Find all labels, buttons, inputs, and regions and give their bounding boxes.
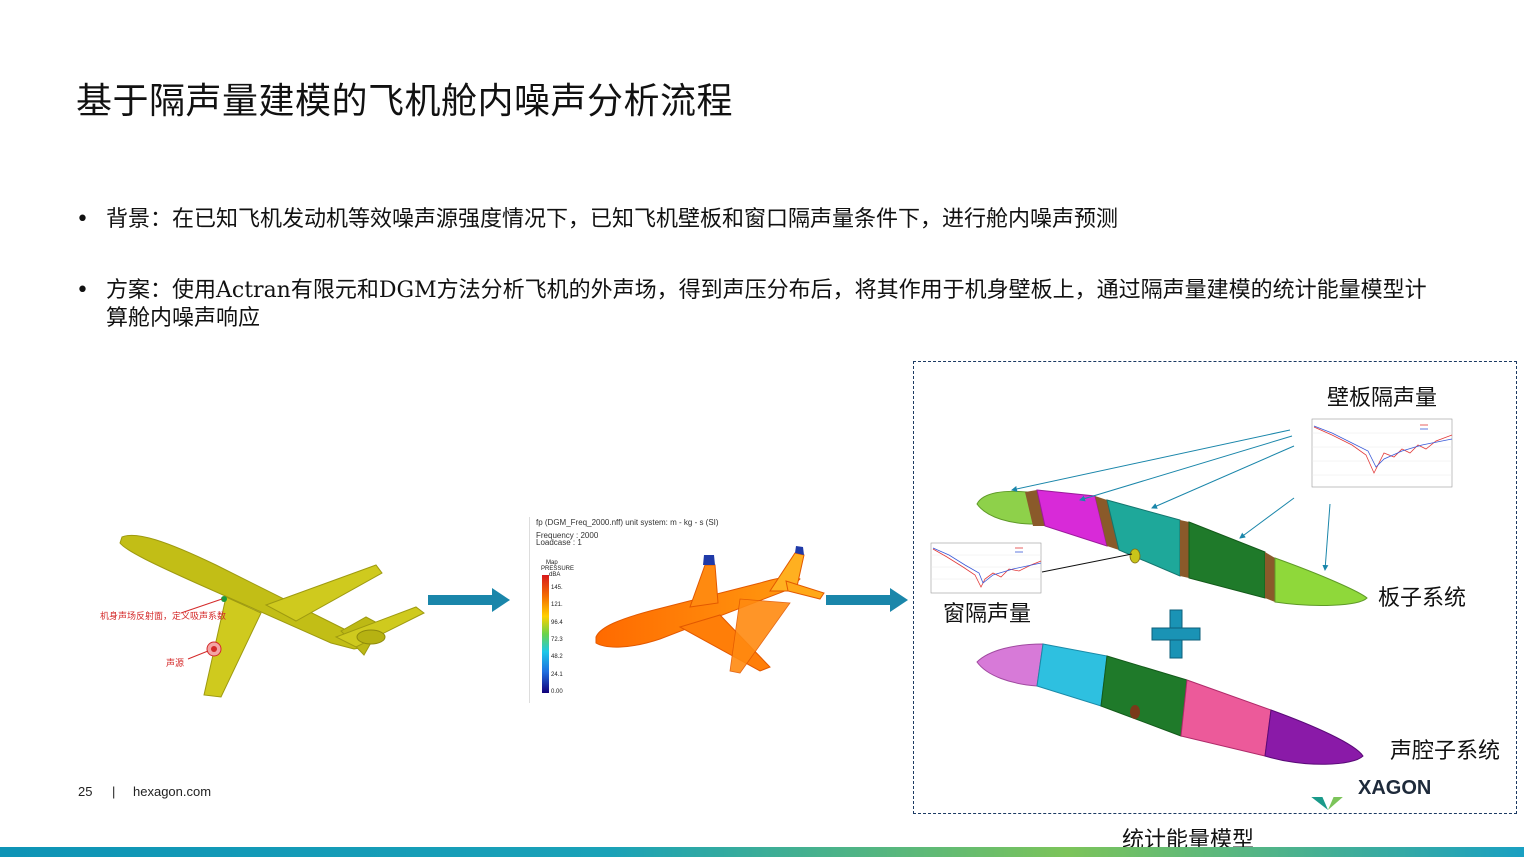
bullet-marker: • — [76, 278, 89, 303]
bullet-background: • 背景：在已知飞机发动机等效噪声源强度情况下，已知飞机壁板和窗口隔声量条件下，… — [76, 206, 1446, 234]
panel-tl-leaders — [1011, 429, 1331, 571]
footer-separator: | — [112, 784, 116, 799]
sea-model-box — [913, 361, 1517, 814]
plate-subsystem-model — [976, 489, 1368, 606]
bullet-text: 方案：使用Actran有限元和DGM方法分析飞机的外声场，得到声压分布后，将其作… — [106, 278, 1427, 331]
result-header: fp (DGM_Freq_2000.nff) unit system: m - … — [536, 518, 719, 527]
footer-website: hexagon.com — [133, 784, 212, 799]
source-label: 声源 — [166, 659, 185, 669]
legend-tick-label: 24.1 — [551, 671, 563, 678]
airplane-model-figure — [119, 534, 425, 698]
cavity-subsystem-model — [976, 643, 1364, 765]
legend-tick-label: 72.3 — [551, 636, 563, 643]
window-tl-label: 窗隔声量 — [943, 602, 1032, 627]
plate-subsystem-label: 板子系统 — [1378, 586, 1467, 611]
loadcase-label: Loadcase : 1 — [536, 538, 582, 547]
flow-arrow-2 — [826, 588, 908, 612]
legend-sub: PRESSURE — [541, 566, 575, 572]
plus-icon — [1151, 609, 1201, 659]
bottom-accent-bar — [0, 847, 1524, 857]
page-number: 25 — [78, 784, 93, 799]
bullet-marker: • — [76, 207, 89, 232]
legend-title: Map — [546, 560, 558, 566]
legend-tick-label: 96.4 — [551, 619, 563, 626]
legend-unit: dBA — [549, 572, 561, 578]
legend-tick-label: 121. — [551, 602, 563, 609]
cavity-subsystem-label: 声腔子系统 — [1390, 739, 1501, 764]
brand-wordmark: XAGON — [1358, 777, 1432, 799]
legend-tick-label: 0.00 — [551, 688, 563, 695]
legend-tick-label: 48.2 — [551, 654, 563, 661]
pressure-map-panel: fp (DGM_Freq_2000.nff) unit system: m - … — [529, 517, 830, 703]
bullet-text: 背景：在已知飞机发动机等效噪声源强度情况下，已知飞机壁板和窗口隔声量条件下，进行… — [106, 207, 1119, 232]
panel-tl-plot — [1302, 413, 1457, 498]
slide-title: 基于隔声量建模的飞机舱内噪声分析流程 — [76, 81, 734, 122]
panel-tl-label: 壁板隔声量 — [1327, 386, 1438, 411]
hexagon-logo-icon — [1308, 794, 1356, 810]
legend-tick-label: 145. — [551, 585, 563, 591]
surface-label: 机身声场反射面，定义吸声系数 — [100, 612, 227, 622]
flow-arrow-1 — [428, 588, 510, 612]
window-tl-leader — [1041, 553, 1133, 573]
bullet-solution: • 方案：使用Actran有限元和DGM方法分析飞机的外声场，得到声压分布后，将… — [76, 277, 1446, 333]
pressure-colorbar — [542, 575, 549, 693]
window-tl-plot — [923, 539, 1043, 601]
frequency-label: Frequency : 2000 — [536, 531, 599, 540]
